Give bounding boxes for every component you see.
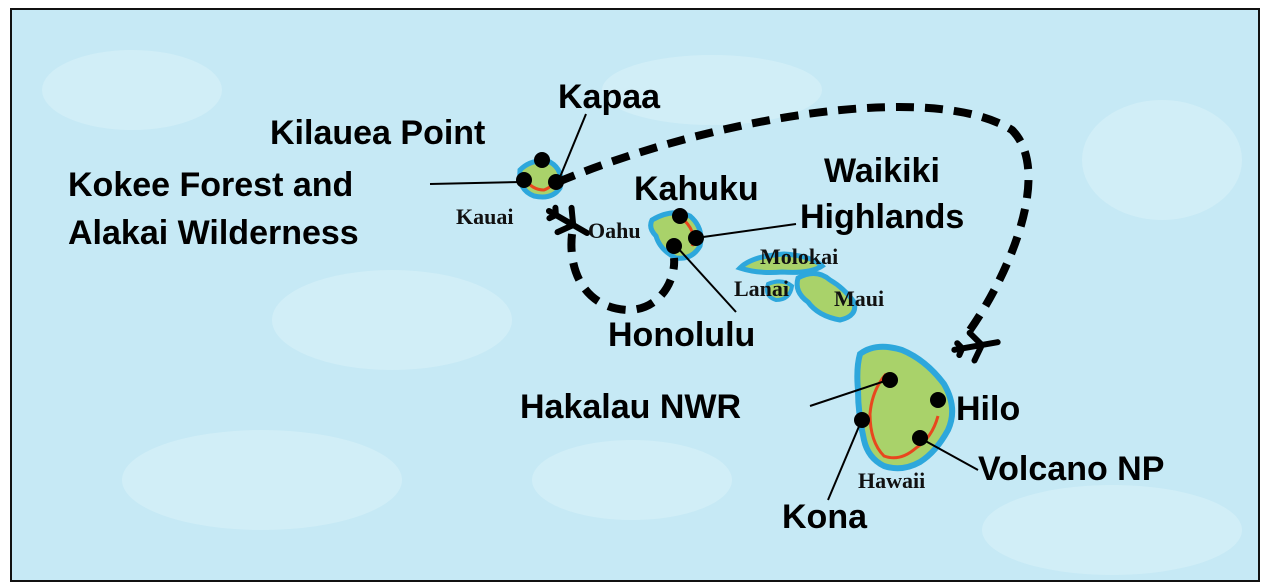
- flight-routes: [556, 103, 1033, 333]
- route-kauai-to-hawaii: [556, 103, 1033, 333]
- island-molokai: [735, 251, 826, 275]
- marker-kahuku: [672, 208, 688, 224]
- label-oahu: Oahu: [588, 218, 641, 243]
- label-hilo: Hilo: [956, 390, 1020, 428]
- label-maui: Maui: [834, 286, 884, 311]
- label-lanai: Lanai: [734, 276, 789, 301]
- marker-kokee: [516, 172, 532, 188]
- label-waikiki-line1: Waikiki: [824, 152, 940, 190]
- label-kilauea-point: Kilauea Point: [270, 114, 485, 152]
- label-kapaa: Kapaa: [558, 78, 661, 116]
- marker-kapaa: [548, 174, 564, 190]
- marker-honolulu: [666, 238, 682, 254]
- sea-mottle: [42, 50, 1242, 575]
- label-kahuku: Kahuku: [634, 170, 759, 208]
- marker-hilo: [930, 392, 946, 408]
- location-labels: Kapaa Kilauea Point Kokee Forest and Ala…: [68, 78, 1164, 536]
- label-kauai: Kauai: [456, 204, 513, 229]
- hawaii-map: Kauai Oahu Molokai Lanai Maui Hawaii Kap…: [12, 10, 1258, 580]
- island-maui: [794, 271, 858, 323]
- leader-lines: [429, 113, 979, 501]
- label-waikiki-line2: Highlands: [800, 198, 964, 236]
- marker-kona: [854, 412, 870, 428]
- label-hawaii: Hawaii: [858, 468, 925, 493]
- label-volcano: Volcano NP: [978, 450, 1164, 488]
- marker-volcano: [912, 430, 928, 446]
- label-kokee-line2: Alakai Wilderness: [68, 214, 359, 252]
- location-markers: [516, 152, 946, 446]
- map-frame: Kauai Oahu Molokai Lanai Maui Hawaii Kap…: [10, 8, 1260, 582]
- island-labels: Kauai Oahu Molokai Lanai Maui Hawaii: [456, 204, 925, 493]
- label-kona: Kona: [782, 498, 868, 536]
- airplane-icon-hawaii: [951, 329, 1001, 364]
- island-hawaii: [854, 343, 956, 472]
- airplane-icon-kauai: [545, 204, 591, 236]
- label-molokai: Molokai: [760, 244, 838, 269]
- marker-waikiki-highlands: [688, 230, 704, 246]
- label-honolulu: Honolulu: [608, 316, 755, 354]
- label-hakalau: Hakalau NWR: [520, 388, 741, 426]
- label-kokee-line1: Kokee Forest and: [68, 166, 353, 204]
- marker-kilauea-point: [534, 152, 550, 168]
- route-kauai-to-oahu: [567, 233, 679, 315]
- marker-hakalau: [882, 372, 898, 388]
- island-lanai: [765, 279, 795, 303]
